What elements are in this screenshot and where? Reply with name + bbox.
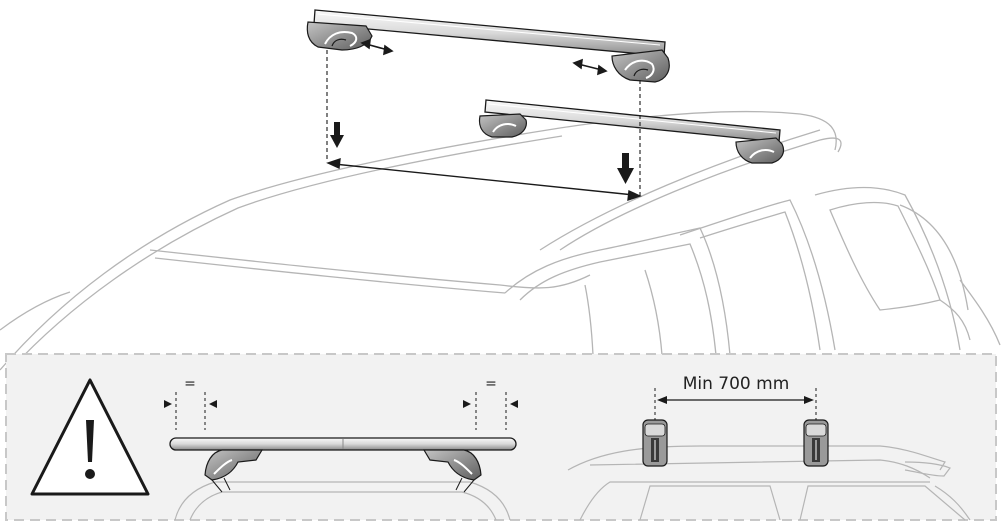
min-distance-label: Min 700 mm [683, 374, 790, 394]
foot-left-raised [306, 21, 373, 51]
equal-marker-left: = [164, 376, 217, 430]
foot-left-placed [478, 113, 527, 138]
down-arrow-icon [617, 153, 634, 184]
foot-right-raised [611, 49, 670, 83]
double-arrow-icon [360, 38, 394, 56]
roof-bar-placed [484, 99, 781, 143]
warning-triangle-icon [30, 378, 150, 496]
double-arrow-icon [572, 58, 608, 76]
info-panel [5, 353, 997, 521]
guide-lines [326, 50, 641, 196]
equal-label-left: = [184, 376, 196, 392]
front-view-car [174, 481, 511, 521]
side-view-rack-right [803, 419, 829, 467]
side-view-rack-left [642, 419, 668, 467]
side-view-car [567, 445, 971, 521]
front-view-foot-left [204, 449, 264, 493]
equal-label-right: = [485, 376, 497, 392]
front-view-roof-bar [169, 437, 517, 451]
rail-length-arrow [326, 157, 642, 202]
down-arrow-icon [330, 122, 344, 148]
min-distance-dimension: Min 700 mm [654, 374, 817, 420]
foot-right-placed [735, 137, 785, 164]
equal-marker-right: = [463, 376, 518, 430]
front-view-foot-right [422, 449, 482, 493]
car-outline [0, 110, 1001, 371]
